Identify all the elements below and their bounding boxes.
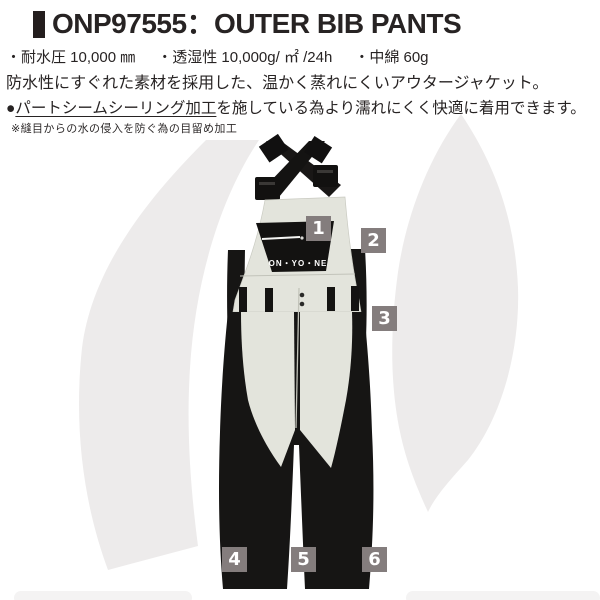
brand-logo-text: ON・YO・NE	[269, 259, 328, 268]
watermark-ring-arc	[79, 140, 260, 570]
bib-pants-image: ON・YO・NE	[219, 133, 374, 589]
strap-ladderlock-right	[304, 136, 333, 164]
callout-3: 3	[372, 306, 397, 331]
spec-list: ・耐水圧 10,000 ㎜ ・透湿性 10,000g/ ㎡ /24h ・中綿 6…	[6, 46, 429, 67]
fly-seam	[295, 287, 300, 429]
feature-bullet: ●	[6, 100, 16, 117]
waist-button-top	[299, 292, 305, 298]
callout-5: 5	[291, 547, 316, 572]
zipper-pull	[300, 236, 304, 240]
belt-loop-4	[351, 286, 359, 311]
page-title: ONP97555：OUTER BIB PANTS	[52, 8, 462, 39]
feature-term-underlined: パートシームシーリング加工	[15, 100, 217, 117]
buckle-right	[313, 165, 338, 187]
feature-line: ●パートシームシーリング加工を施している為より濡れにくく快適に着用できます。	[6, 96, 586, 118]
cropped-button-right	[406, 591, 600, 600]
waist-seam	[239, 273, 356, 277]
thigh-panel-right	[300, 312, 353, 468]
spec-padding: ・中綿 60g	[354, 49, 429, 66]
spec-water-resistance: ・耐水圧 10,000 ㎜	[6, 49, 136, 66]
waist-button-bottom	[299, 301, 305, 307]
buckle-right-slot	[317, 170, 333, 173]
feature-rest: を施している為より濡れにくく快適に着用できます。	[216, 100, 586, 117]
thigh-panel-left	[241, 312, 295, 467]
cropped-button-left	[14, 591, 192, 600]
belt-loop-2	[265, 288, 273, 312]
callout-4: 4	[222, 547, 247, 572]
callout-2: 2	[361, 228, 386, 253]
belt-loop-3	[327, 287, 335, 311]
pocket-zipper	[261, 236, 301, 240]
callout-1: 1	[306, 216, 331, 241]
title-accent-bar	[33, 10, 45, 38]
page-title-row: ONP97555：OUTER BIB PANTS	[33, 8, 462, 39]
spec-breathability: ・透湿性 10,000g/ ㎡ /24h	[157, 49, 333, 66]
strap-ladderlock-left	[258, 133, 289, 163]
watermark-swoosh	[392, 114, 519, 512]
callout-6: 6	[362, 547, 387, 572]
buckle-left-slot	[259, 182, 275, 185]
buckle-left	[255, 177, 280, 200]
footnote: ※縫目からの水の侵入を防ぐ為の目留め加工	[11, 123, 238, 135]
product-description: 防水性にすぐれた素材を採用した、温かく蒸れにくいアウタージャケット。	[6, 75, 549, 92]
belt-loop-1	[239, 287, 247, 312]
